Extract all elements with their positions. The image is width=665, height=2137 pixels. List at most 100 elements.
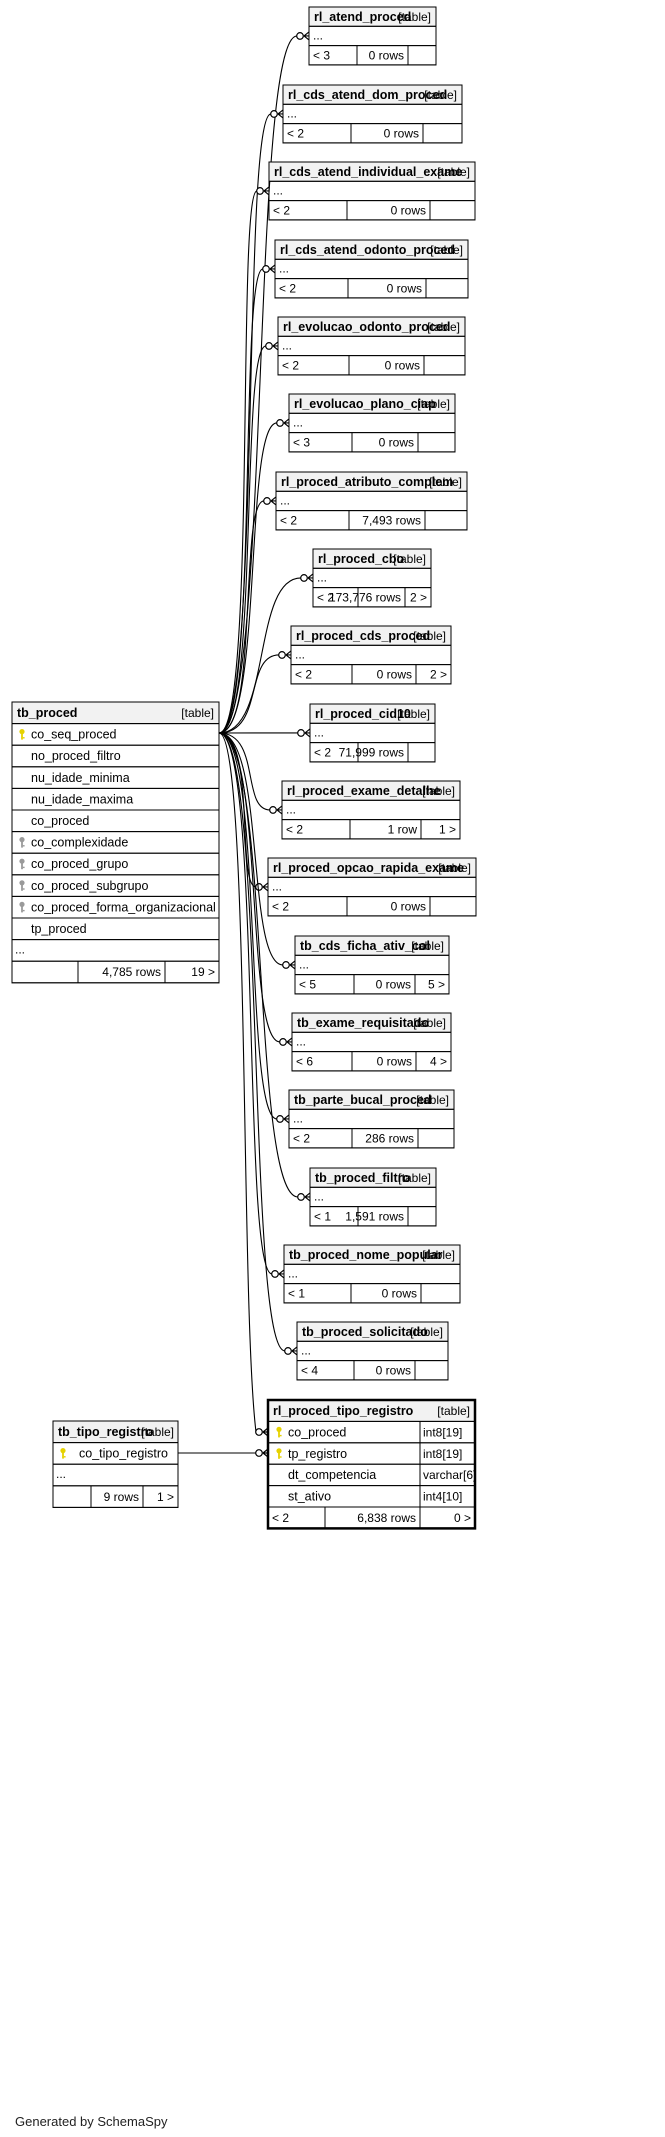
- ellipsis-row: [283, 1263, 461, 1285]
- ellipsis-row: [11, 939, 220, 962]
- children-count: 4 >: [430, 1055, 447, 1069]
- children-count: 19 >: [191, 965, 215, 979]
- table-name: tb_tipo_registro: [58, 1425, 154, 1439]
- ellipsis: ...: [295, 647, 305, 661]
- edge-to-tb_cds_ficha_ativ_col: [218, 732, 284, 966]
- ellipsis: ...: [293, 1111, 303, 1125]
- ellipsis-row: [309, 722, 436, 744]
- table-type-label: [table]: [417, 397, 450, 411]
- table-name: rl_proced_cbo: [318, 552, 405, 566]
- table-border: [290, 625, 452, 685]
- parents-count: < 2: [287, 127, 304, 141]
- table-rl_proced_opcao_rapida_exame[interactable]: rl_proced_opcao_rapida_exame[table]...< …: [267, 857, 477, 917]
- table-rl_cds_atend_individual_exame[interactable]: rl_cds_atend_individual_exame[table]...<…: [268, 161, 476, 221]
- table-border: [274, 239, 469, 299]
- edge-to-rl_cds_atend_odonto_proced: [218, 268, 264, 734]
- ellipsis-row: [290, 644, 452, 666]
- footer-row: [281, 819, 461, 840]
- ellipsis-row: [277, 335, 466, 357]
- column-name: co_seq_proced: [31, 728, 117, 742]
- table-border: [296, 1321, 449, 1381]
- footer-row: [283, 1283, 461, 1304]
- ellipsis: ...: [279, 261, 289, 275]
- ellipsis-row: [296, 1340, 449, 1362]
- ellipsis-row: [52, 1463, 179, 1487]
- edge-to-rl_cds_atend_dom_proced: [218, 113, 272, 734]
- table-tb_proced[interactable]: tb_proced[table]co_seq_procedno_proced_f…: [11, 701, 220, 984]
- parents-count: < 2: [273, 204, 290, 218]
- crowfoot-marker: [269, 805, 283, 815]
- ellipsis: ...: [299, 957, 309, 971]
- table-type-label: [table]: [410, 1325, 443, 1339]
- table-name: tb_proced: [17, 706, 77, 720]
- row-count: 9 rows: [104, 1490, 139, 1504]
- crowfoot-marker: [271, 1269, 285, 1279]
- row-count: 173,776 rows: [329, 591, 401, 605]
- edge-to-rl_proced_atributo_complem: [218, 500, 265, 734]
- foreign-key-icon: [19, 858, 25, 870]
- table-name: rl_proced_atributo_complem: [281, 475, 453, 489]
- row-count: 0 rows: [369, 49, 404, 63]
- row-count: 1,591 rows: [345, 1210, 404, 1224]
- table-border: [277, 316, 466, 376]
- row-count: 0 rows: [384, 127, 419, 141]
- table-type-label: [table]: [397, 707, 430, 721]
- table-type-label: [table]: [427, 320, 460, 334]
- ellipsis: ...: [293, 415, 303, 429]
- parents-count: < 2: [282, 359, 299, 373]
- table-type-label: [table]: [398, 10, 431, 24]
- table-name: rl_cds_atend_individual_exame: [274, 165, 462, 179]
- row-count: 0 rows: [391, 900, 426, 914]
- crowfoot-marker: [256, 186, 270, 196]
- table-border: [275, 471, 468, 531]
- table-border: [281, 780, 461, 840]
- table-border: [309, 703, 436, 763]
- edge-to-rl_proced_cds_proced: [218, 654, 280, 734]
- parents-count: < 2: [272, 900, 289, 914]
- footer-row: [282, 123, 463, 144]
- table-name: rl_evolucao_plano_ciap: [294, 397, 436, 411]
- ellipsis: ...: [301, 1343, 311, 1357]
- footer-row: [268, 200, 476, 221]
- ellipsis: ...: [282, 338, 292, 352]
- row-count: 0 rows: [376, 1364, 411, 1378]
- ellipsis: ...: [56, 1467, 66, 1481]
- table-type-label: [table]: [437, 1404, 470, 1418]
- table-border: [267, 857, 477, 917]
- parents-count: < 1: [288, 1287, 305, 1301]
- row-count: 286 rows: [365, 1132, 414, 1146]
- table-border: [268, 161, 476, 221]
- table-tb_tipo_registro[interactable]: tb_tipo_registro[table]co_tipo_registro.…: [52, 1420, 179, 1508]
- crowfoot-marker: [276, 418, 290, 428]
- column-datatype: varchar[6]: [423, 1468, 476, 1482]
- edge-to-rl_atend_proced: [218, 35, 298, 734]
- ellipsis-row: [309, 1186, 437, 1208]
- children-count: 2 >: [430, 668, 447, 682]
- children-count: 1 >: [439, 823, 456, 837]
- ellipsis-row: [294, 954, 450, 976]
- ellipsis: ...: [314, 1189, 324, 1203]
- row-count: 1 row: [388, 823, 418, 837]
- table-type-label: [table]: [424, 88, 457, 102]
- edge-to-tb_proced_solicitado: [218, 732, 286, 1352]
- parents-count: < 6: [296, 1055, 313, 1069]
- crowfoot-marker: [297, 1192, 311, 1202]
